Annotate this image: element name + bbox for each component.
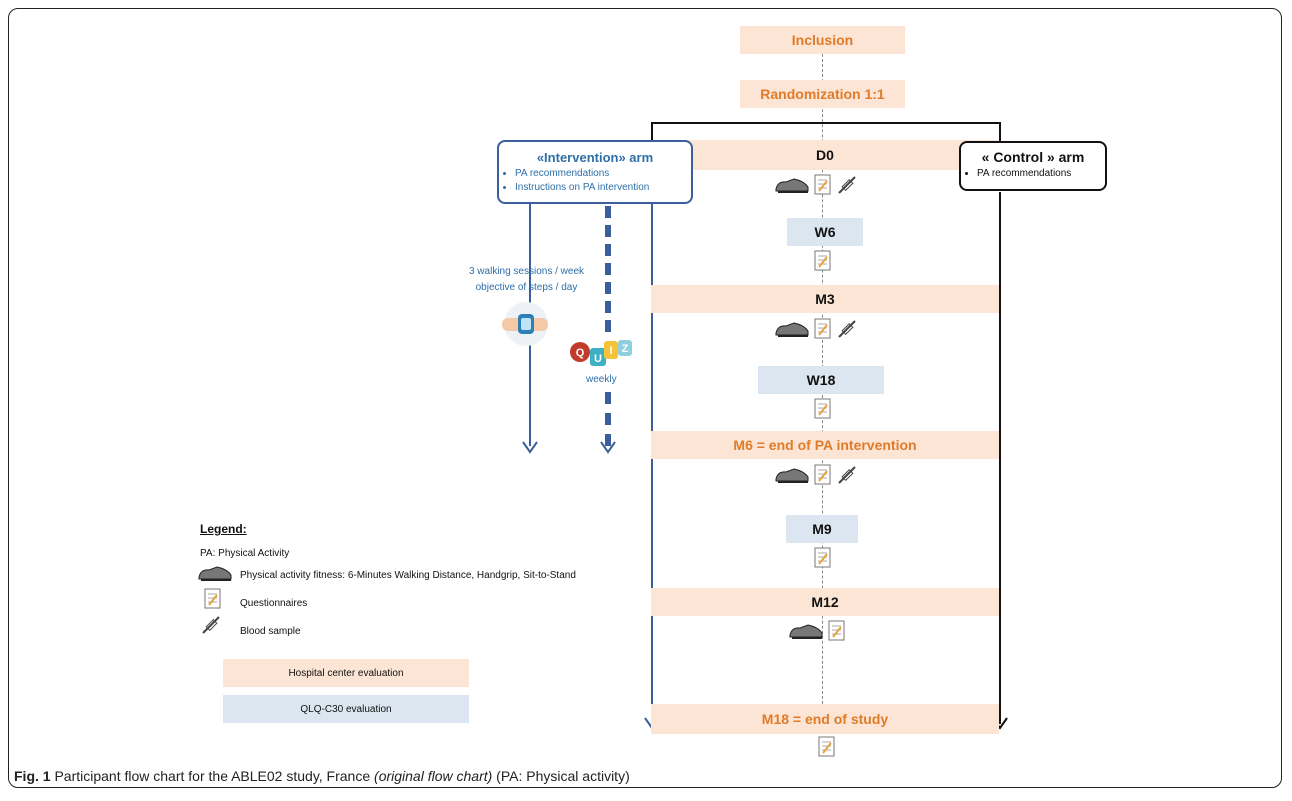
timeline-axis	[822, 54, 823, 734]
syringe-icon	[838, 176, 856, 194]
quiz-frequency: weekly	[586, 374, 617, 385]
control-timeline	[999, 192, 1001, 724]
stage-d0: D0	[651, 140, 999, 170]
figure-frame	[8, 8, 1282, 788]
control-bullet: PA recommendations	[977, 167, 1105, 181]
intervention-bullet: PA recommendations	[515, 167, 691, 181]
activity-tracker-icon	[502, 302, 548, 346]
stage-m9: M9	[786, 515, 858, 543]
branch-left-stub	[651, 122, 653, 142]
m9-icons	[814, 547, 832, 569]
walking-line-2: objective of steps / day	[475, 282, 578, 293]
walking-arrowhead	[522, 441, 538, 454]
questionnaire-icon	[814, 547, 831, 568]
m3-icons	[774, 318, 858, 340]
w6-icons	[814, 250, 832, 272]
questionnaire-icon	[814, 174, 831, 195]
legend-fitness: Physical activity fitness: 6-Minutes Wal…	[240, 570, 576, 581]
shoe-icon	[198, 566, 232, 581]
questionnaire-icon	[814, 318, 831, 339]
stage-m6: M6 = end of PA intervention	[651, 431, 999, 459]
m12-icons	[788, 620, 846, 642]
control-arm-bullets: PA recommendations	[961, 167, 1105, 181]
shoe-icon	[775, 178, 809, 193]
questionnaire-icon	[814, 398, 831, 419]
syringe-icon	[838, 320, 856, 338]
intervention-arm-box: «Intervention» arm PA recommendations In…	[497, 140, 693, 204]
stage-w6: W6	[787, 218, 863, 246]
stage-w18: W18	[758, 366, 884, 394]
questionnaire-icon	[828, 620, 845, 641]
walking-instructions: 3 walking sessions / week objective of s…	[444, 264, 609, 296]
shoe-icon	[789, 624, 823, 639]
stage-m18: M18 = end of study	[651, 704, 999, 734]
syringe-icon	[202, 616, 220, 634]
stage-m12: M12	[651, 588, 999, 616]
quiz-letter: I	[609, 345, 612, 357]
caption-text: Participant flow chart for the ABLE02 st…	[50, 768, 375, 784]
legend-blood: Blood sample	[240, 626, 301, 637]
control-arm-box: « Control » arm PA recommendations	[959, 141, 1107, 191]
legend-hospital-swatch: Hospital center evaluation	[223, 659, 469, 687]
figure-caption: Fig. 1 Participant flow chart for the AB…	[14, 768, 630, 784]
intervention-timeline	[651, 204, 653, 724]
legend-title: Legend:	[200, 522, 247, 536]
w18-icons	[814, 398, 832, 420]
quiz-arrowhead	[600, 441, 616, 454]
m6-icons	[774, 464, 858, 486]
stage-randomization: Randomization 1:1	[740, 80, 905, 108]
quiz-letter: Q	[576, 347, 585, 359]
caption-label: Fig. 1	[14, 768, 51, 784]
questionnaire-icon	[814, 250, 831, 271]
quiz-timeline-lower	[605, 392, 611, 446]
questionnaire-icon	[204, 588, 221, 609]
walking-line-1: 3 walking sessions / week	[468, 266, 585, 277]
quiz-letter: Z	[622, 343, 629, 355]
branch-right-stub	[999, 122, 1001, 142]
syringe-icon	[838, 466, 856, 484]
branch-connector	[651, 122, 1001, 124]
m18-icons	[818, 736, 836, 758]
control-arm-title: « Control » arm	[981, 149, 1085, 165]
quiz-letter: U	[594, 353, 602, 365]
caption-italic: (original flow chart)	[374, 768, 493, 784]
caption-tail: (PA: Physical activity)	[492, 768, 630, 784]
legend-pa: PA: Physical Activity	[200, 548, 290, 559]
questionnaire-icon	[814, 464, 831, 485]
stage-m3: M3	[651, 285, 999, 313]
quiz-timeline-upper	[605, 206, 611, 332]
intervention-bullet: Instructions on PA intervention	[515, 181, 691, 195]
intervention-arm-bullets: PA recommendations Instructions on PA in…	[499, 167, 691, 195]
shoe-icon	[775, 322, 809, 337]
stage-inclusion: Inclusion	[740, 26, 905, 54]
d0-icons	[774, 174, 858, 196]
intervention-arm-title: «Intervention» arm	[536, 150, 654, 165]
legend-questionnaires: Questionnaires	[240, 598, 308, 609]
shoe-icon	[775, 468, 809, 483]
questionnaire-icon	[818, 736, 835, 757]
legend-qlq-swatch: QLQ-C30 evaluation	[223, 695, 469, 723]
quiz-icon: Q U I Z	[570, 340, 632, 366]
